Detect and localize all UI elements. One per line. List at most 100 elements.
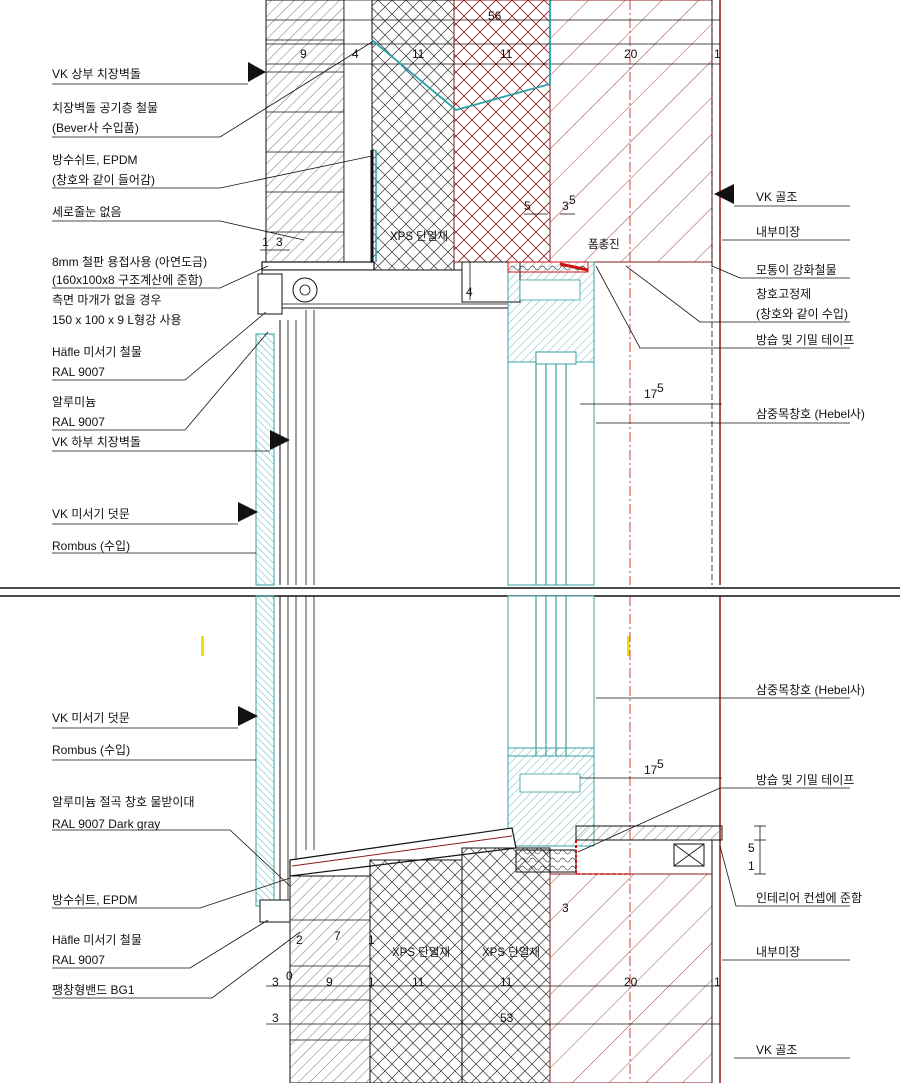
label-ral-9007-a: RAL 9007 (52, 365, 105, 379)
label-epdm: 방수쉬트, EPDM (52, 153, 138, 167)
label-xps-upper: XPS 단열재 (390, 230, 448, 243)
lower-xps-insulation-1 (369, 859, 463, 1083)
lower-foam-fill (515, 849, 577, 873)
label-steel-plate-sub: (160x100x8 구조계산에 준함) (52, 273, 203, 287)
dim-3-upper-sup: 5 (569, 193, 576, 207)
upper-red-insulation (453, 0, 551, 263)
label-l-angle: 150 x 100 x 9 L형강 사용 (52, 313, 182, 327)
label-cavity-tie-sub: (Bever사 수입품) (52, 121, 139, 135)
highlight-mark-left (201, 636, 204, 656)
lower-leaders-right (577, 697, 850, 1059)
foam-fill-strip (507, 261, 589, 273)
dim-1-lintel: 1 (262, 235, 269, 249)
dim-20-lower: 20 (624, 975, 638, 989)
dim-9-upper: 9 (300, 47, 307, 61)
label-hafle-hardware: Häfle 미서기 철물 (52, 345, 142, 359)
label-interior-plaster-upper: 내부미장 (756, 225, 800, 239)
label-interior-concept: 인테리어 컨셉에 준함 (756, 891, 862, 905)
label-steel-plate: 8mm 철판 용접사용 (아연도금) (52, 255, 207, 269)
dim-11a-upper: 11 (412, 47, 425, 61)
dim-1-lower-c: 1 (368, 933, 375, 947)
dim-175-upper: 17 (644, 387, 658, 401)
dim-3-lower-left: 3 (272, 975, 279, 989)
dim-1-lower-b: 1 (714, 975, 721, 989)
label-triple-window-upper: 삼중목창호 (Hebel사) (756, 407, 865, 421)
label-vk-structure-upper: VK 골조 (756, 190, 797, 204)
dim-2-lower: 2 (296, 933, 303, 947)
label-hafle-lower: Häfle 미서기 철물 (52, 933, 142, 947)
steel-lintel (261, 261, 375, 271)
air-cavity (343, 0, 373, 269)
label-aluminium: 알루미늄 (52, 395, 96, 409)
lower-glazing (507, 595, 595, 757)
roller-icon (292, 277, 318, 303)
upper-leaders-left (52, 41, 373, 554)
lower-dim-5 (754, 825, 766, 875)
upper-concrete (549, 0, 713, 263)
label-vk-shutter-lower: VK 미서기 덧문 (52, 711, 130, 725)
label-xps-lower-2: XPS 단열재 (482, 946, 540, 959)
dim-20-upper: 20 (624, 47, 638, 61)
label-no-vertical-joint: 세로줄눈 없음 (52, 205, 122, 219)
shutter-hardware (257, 273, 283, 315)
upper-shutter (255, 333, 275, 586)
label-corner-reinforcement: 모통이 강화철물 (756, 263, 837, 277)
dim-5-upper: 5 (524, 199, 531, 213)
lower-window-frame (507, 747, 595, 847)
dim-11b-lower: 11 (500, 975, 513, 989)
upper-xps-insulation (371, 0, 455, 305)
upper-dim-ticks (260, 213, 575, 300)
label-epdm-lower: 방수쉬트, EPDM (52, 893, 138, 907)
upper-detail (52, 0, 850, 586)
dim-3-lintel: 3 (276, 235, 283, 249)
label-xps-lower-1: XPS 단열재 (392, 946, 450, 959)
label-cavity-tie: 치장벽돌 공기층 철물 (52, 101, 158, 115)
label-window-fixing: 창호고정제 (756, 287, 811, 301)
label-rombus-upper: Rombus (수입) (52, 539, 130, 553)
upper-leaders-right (580, 184, 850, 424)
label-ral-9007-dark: RAL 9007 Dark gray (52, 817, 160, 831)
label-epdm-sub: (창호와 같이 들어감) (52, 173, 155, 187)
label-no-side-cap: 측면 마개가 없을 경우 (52, 293, 161, 307)
dim-53: 53 (500, 1011, 514, 1025)
dim-175-upper-sup: 5 (657, 381, 664, 395)
upper-glazing (507, 361, 595, 586)
lower-xps-insulation-2 (461, 847, 551, 1083)
label-ral-9007-lower: RAL 9007 (52, 953, 105, 967)
dim-11b-upper: 11 (500, 47, 513, 61)
dim-9-lower: 9 (326, 975, 333, 989)
highlight-mark-right (627, 636, 630, 656)
label-vapour-tape-lower: 방습 및 기밀 테이프 (756, 773, 854, 787)
dim-1-upper: 1 (714, 47, 721, 61)
label-rombus-lower: Rombus (수입) (52, 743, 130, 757)
lower-shutter (255, 595, 275, 907)
dim-3-upper: 3 (562, 199, 569, 213)
upper-brick-wall (265, 0, 345, 269)
dim-4-upper: 4 (352, 47, 359, 61)
lower-brick-wall (289, 875, 371, 1083)
dim-1-lower-a: 1 (368, 975, 375, 989)
dim-175-lower: 17 (644, 763, 658, 777)
label-triple-window-lower: 삼중목창호 (Hebel사) (756, 683, 865, 697)
lower-concrete (549, 873, 713, 1083)
dim-3-lower-bottom: 3 (272, 1011, 279, 1025)
dim-4-frame: 4 (466, 285, 473, 299)
dim-7-lower: 7 (334, 929, 341, 943)
label-foam-fill: 폼충진 (588, 238, 620, 251)
label-vk-upper-brick: VK 상부 치장벽돌 (52, 67, 141, 81)
label-ral-9007-b: RAL 9007 (52, 415, 105, 429)
label-vk-structure-lower: VK 골조 (756, 1043, 797, 1057)
label-window-fixing-sub: (창호와 같이 수입) (756, 307, 848, 321)
label-vk-shutter-upper: VK 미서기 덧문 (52, 507, 130, 521)
label-vk-lower-brick: VK 하부 치장벽돌 (52, 435, 141, 449)
label-aluminium-sill: 알루미늄 절곡 창호 물받이대 (52, 795, 194, 809)
dim-0-lower: 0 (286, 969, 293, 983)
dim-56: 56 (488, 9, 502, 23)
dim-5-lower: 5 (748, 841, 755, 855)
brick-courses (266, 39, 344, 233)
interior-sill-board (575, 825, 723, 841)
dim-175-lower-sup: 5 (657, 757, 664, 771)
lower-detail (52, 595, 850, 1083)
dim-3-lower-mid: 3 (562, 901, 569, 915)
